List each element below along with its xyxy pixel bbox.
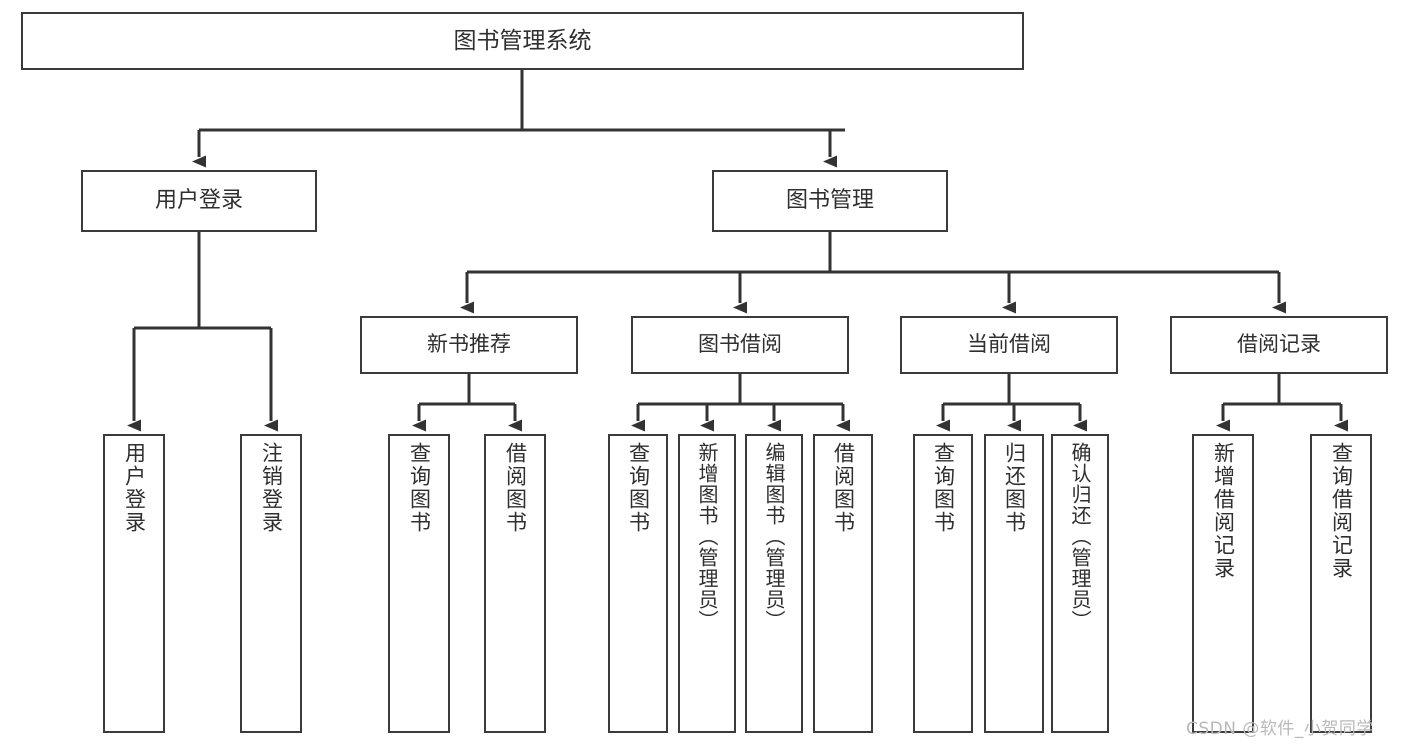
node-book-borrow[interactable]: 图书借阅	[631, 316, 849, 374]
node-leaf-query-record-label: 查询借阅记录	[1329, 442, 1354, 580]
node-leaf-return-book[interactable]: 归还图书	[984, 434, 1044, 733]
node-leaf-query-record[interactable]: 查询借阅记录	[1310, 434, 1372, 733]
node-leaf-edit-book[interactable]: 编辑图书（管理员）	[745, 434, 803, 733]
node-leaf-borrow-book-2[interactable]: 借阅图书	[813, 434, 873, 733]
node-user-login-label: 用户登录	[154, 187, 243, 213]
node-book-borrow-label: 图书借阅	[698, 332, 782, 357]
node-leaf-add-record[interactable]: 新增借阅记录	[1192, 434, 1254, 733]
node-leaf-add-book-label: 新增图书（管理员）	[695, 442, 719, 631]
node-leaf-borrow-book-1-label: 借阅图书	[503, 442, 528, 534]
node-leaf-logout-login[interactable]: 注销登录	[240, 434, 302, 733]
node-leaf-add-book[interactable]: 新增图书（管理员）	[678, 434, 736, 733]
node-leaf-query-book-3[interactable]: 查询图书	[913, 434, 973, 733]
node-leaf-user-login[interactable]: 用户登录	[103, 434, 165, 733]
node-leaf-borrow-book-2-label: 借阅图书	[831, 442, 856, 534]
node-leaf-confirm-return[interactable]: 确认归还（管理员）	[1051, 434, 1109, 733]
node-leaf-logout-login-label: 注销登录	[259, 442, 284, 534]
node-leaf-query-book-2-label: 查询图书	[626, 442, 651, 534]
node-leaf-query-book-2[interactable]: 查询图书	[608, 434, 668, 733]
node-leaf-add-record-label: 新增借阅记录	[1211, 442, 1236, 580]
node-borrow-record-label: 借阅记录	[1237, 332, 1321, 357]
node-book-manage-label: 图书管理	[785, 187, 874, 213]
node-borrow-record[interactable]: 借阅记录	[1170, 316, 1388, 374]
node-leaf-query-book-1[interactable]: 查询图书	[388, 434, 450, 733]
node-leaf-user-login-label: 用户登录	[122, 442, 147, 534]
node-root[interactable]: 图书管理系统	[21, 12, 1024, 70]
node-current-borrow-label: 当前借阅	[967, 332, 1051, 357]
node-leaf-return-book-label: 归还图书	[1002, 442, 1027, 534]
node-user-login[interactable]: 用户登录	[81, 170, 317, 232]
node-leaf-query-book-3-label: 查询图书	[931, 442, 956, 534]
node-leaf-query-book-1-label: 查询图书	[407, 442, 432, 534]
node-book-manage[interactable]: 图书管理	[712, 170, 948, 232]
node-new-book-recommend-label: 新书推荐	[427, 332, 511, 357]
node-leaf-edit-book-label: 编辑图书（管理员）	[762, 442, 786, 631]
node-leaf-borrow-book-1[interactable]: 借阅图书	[484, 434, 546, 733]
node-root-label: 图书管理系统	[453, 27, 592, 54]
csdn-watermark: CSDN @软件_小贺同学	[1186, 719, 1374, 739]
node-leaf-confirm-return-label: 确认归还（管理员）	[1068, 442, 1092, 631]
node-new-book-recommend[interactable]: 新书推荐	[360, 316, 578, 374]
node-current-borrow[interactable]: 当前借阅	[900, 316, 1118, 374]
